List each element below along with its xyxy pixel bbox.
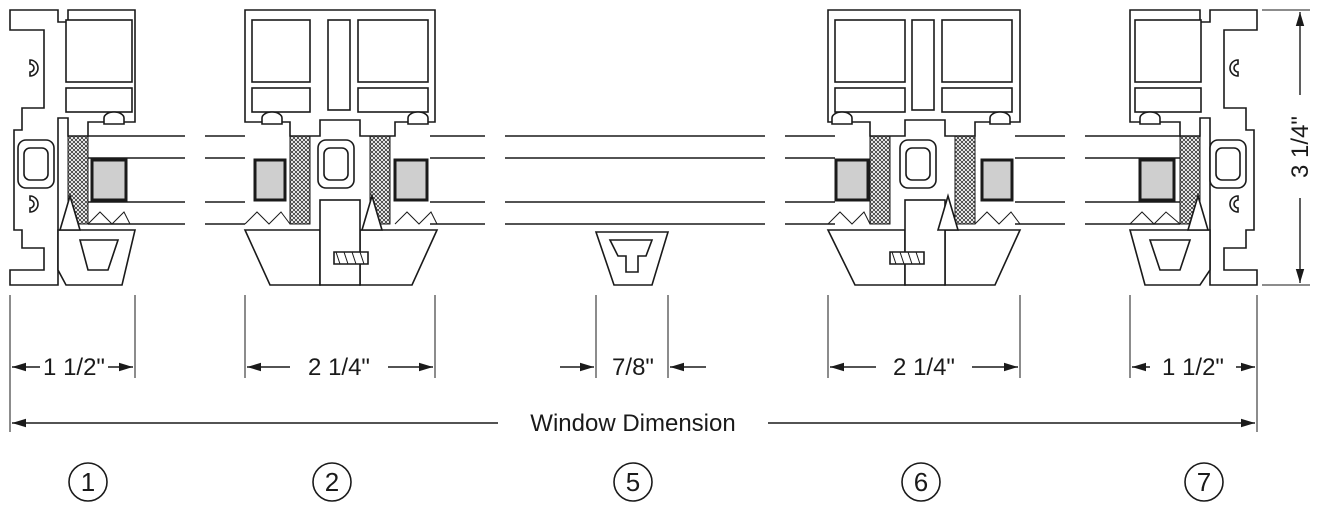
section-callout-6: 6	[901, 462, 941, 502]
section-label-1: 1	[81, 467, 95, 497]
section-callout-5: 5	[613, 462, 653, 502]
section-callout-1: 1	[68, 462, 108, 502]
dimension-section-1: 1 1/2"	[43, 354, 105, 381]
dimension-section-2: 2 1/4"	[308, 354, 370, 381]
dimension-section-6: 2 1/4"	[893, 354, 955, 381]
section-5-profile	[594, 231, 670, 286]
section-label-7: 7	[1197, 467, 1211, 497]
section-label-6: 6	[914, 467, 928, 497]
dimension-lines	[12, 11, 1305, 428]
dimension-section-7: 1 1/2"	[1162, 354, 1224, 381]
glass-lines	[88, 135, 1180, 225]
dimension-section-5: 7/8"	[612, 354, 654, 381]
height-dimension: 3 1/4"	[1287, 116, 1314, 178]
section-6-profile	[826, 9, 1022, 286]
extension-lines	[9, 9, 1310, 432]
section-1-profile	[9, 9, 137, 286]
overall-window-dimension: Window Dimension	[530, 410, 735, 437]
section-callout-7: 7	[1184, 462, 1224, 502]
section-callout-2: 2	[312, 462, 352, 502]
section-label-5: 5	[626, 467, 640, 497]
section-label-2: 2	[325, 467, 339, 497]
section-7-profile	[1128, 9, 1258, 286]
section-2-profile	[243, 9, 439, 286]
